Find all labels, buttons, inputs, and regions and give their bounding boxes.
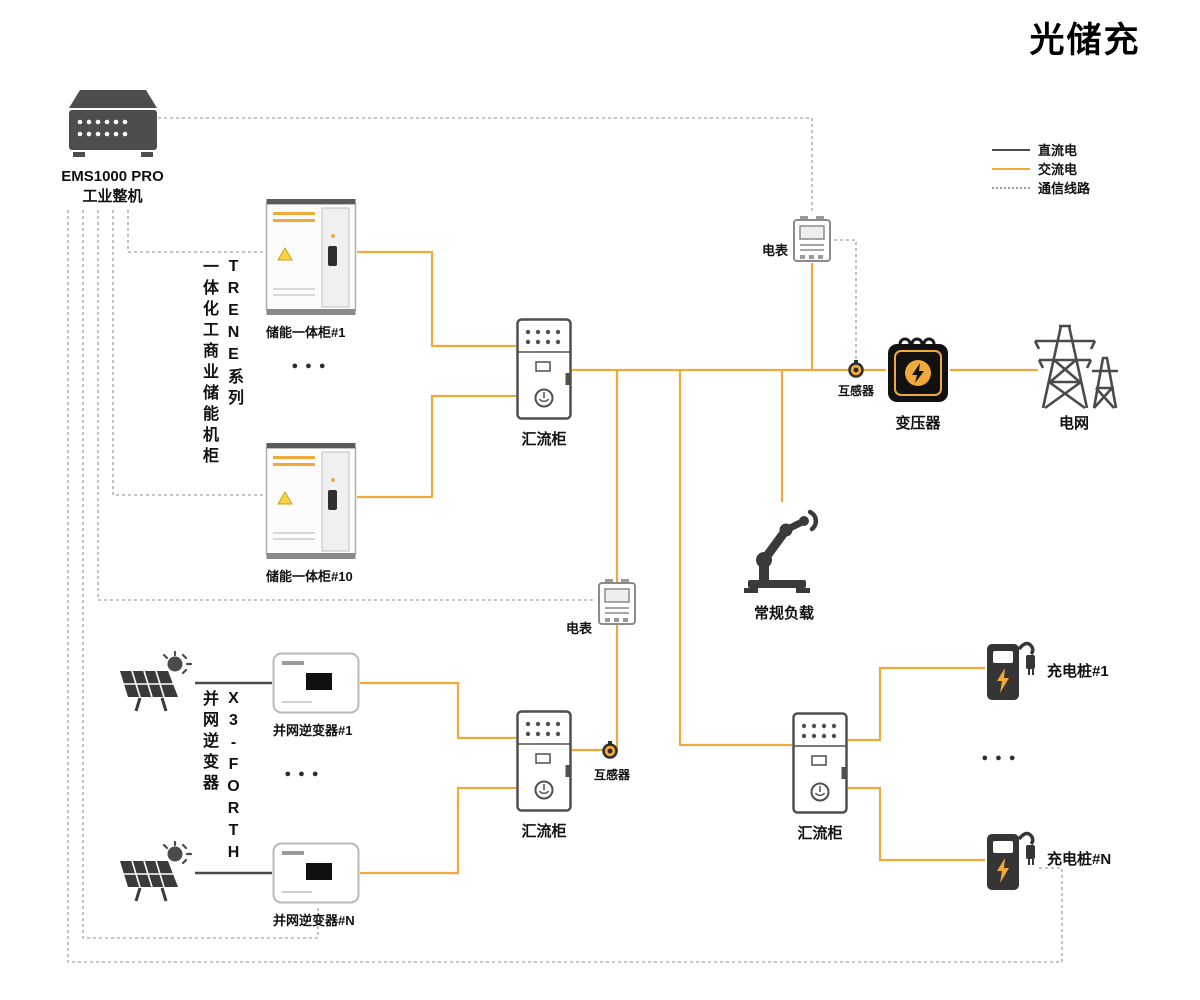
grid-meter-label: 电表 <box>761 243 788 258</box>
diagram-title: 光储充 <box>1029 21 1141 60</box>
ac-cabinet1-to-combiner <box>357 250 516 348</box>
combiner-storage-label: 汇流柜 <box>521 431 567 448</box>
ac-combiner-to-charger1 <box>848 666 985 742</box>
inverter-n-label: 并网逆变器#N <box>273 913 355 928</box>
comm-ems-to-grid-meter <box>158 117 813 214</box>
ac-pv-riser <box>572 370 619 752</box>
ac-charging-feed <box>678 370 792 747</box>
comm-ems-to-cabinet10 <box>112 210 264 496</box>
ems-type: 工业整机 <box>82 188 143 205</box>
transformer-label: 变压器 <box>895 415 941 432</box>
grid-ct-icon <box>847 360 865 383</box>
ac-combiner-to-chargerN <box>848 786 985 862</box>
inverter-1-icon <box>272 652 360 719</box>
storage-more-ellipsis: ●●● <box>291 360 333 372</box>
charger-n-icon <box>985 826 1037 897</box>
storage-series-name: TRENE系列 <box>225 258 242 410</box>
dc-lines <box>195 681 272 875</box>
inverter-more-ellipsis: ●●● <box>284 768 326 780</box>
legend-row-dc: 直流电 <box>992 140 1090 159</box>
combiner-charging-icon <box>792 712 848 819</box>
grid-ct-label: 互感器 <box>837 384 874 398</box>
transformer-icon <box>886 330 950 411</box>
ac-inverterN-to-combiner <box>360 786 516 875</box>
pv-meter-icon <box>597 578 637 631</box>
comm-lines <box>67 117 1063 963</box>
ems-controller-icon <box>65 78 161 169</box>
comm-ems-to-pv-meter <box>97 210 596 601</box>
ems-label: EMS1000 PRO 工业整机 <box>35 168 190 206</box>
comm-ems-to-inverters <box>82 210 319 939</box>
inverter-n-icon <box>272 842 360 909</box>
legend: 直流电 交流电 通信线路 <box>992 140 1090 197</box>
legend-comm-label: 通信线路 <box>1038 181 1091 196</box>
inverter-1-label: 并网逆变器#1 <box>273 723 353 738</box>
pv-meter-label: 电表 <box>565 621 592 636</box>
power-grid-label: 电网 <box>1058 415 1089 432</box>
comm-ems-to-cabinet1 <box>127 210 264 253</box>
storage-series-label: TRENE系列 一体化工商业储能机柜 <box>196 258 246 526</box>
ac-inverter1-to-combiner <box>360 681 516 740</box>
charger-1-icon <box>985 636 1037 707</box>
combiner-pv-label: 汇流柜 <box>521 823 567 840</box>
comm-ems-to-chargers <box>67 210 1063 963</box>
solar-panel-2-icon <box>112 840 194 910</box>
legend-row-comm: 通信线路 <box>992 178 1090 197</box>
grid-meter-icon <box>792 215 832 268</box>
pv-series-label: X3-FORTH 并网逆变器 <box>196 690 246 870</box>
storage-series-desc: 一体化工商业储能机柜 <box>200 258 217 468</box>
legend-dc-label: 直流电 <box>1038 143 1078 158</box>
charger-n-label: 充电桩#N <box>1047 851 1112 868</box>
comm-meter-to-grid-ct <box>834 239 857 361</box>
solar-panel-1-icon <box>112 650 194 720</box>
storage-cabinet-1-icon <box>265 196 357 323</box>
ac-line-swatch <box>992 167 1030 170</box>
storage-cabinet-10-label: 储能一体柜#10 <box>266 569 353 584</box>
charger-1-label: 充电桩#1 <box>1047 663 1109 680</box>
comm-line-swatch <box>992 186 1030 189</box>
dc-line-swatch <box>992 148 1030 151</box>
regular-load-label: 常规负载 <box>753 605 814 622</box>
regular-load-icon <box>742 500 826 601</box>
combiner-storage-icon <box>516 318 572 425</box>
power-grid-icon <box>1030 316 1118 415</box>
pv-series-name: X3-FORTH <box>225 690 242 866</box>
storage-cabinet-1-label: 储能一体柜#1 <box>266 325 346 340</box>
pv-ct-icon <box>601 741 619 764</box>
storage-cabinet-10-icon <box>265 440 357 567</box>
legend-row-ac: 交流电 <box>992 159 1090 178</box>
ac-cabinet10-to-combiner <box>357 394 516 499</box>
combiner-pv-icon <box>516 710 572 817</box>
ems-name: EMS1000 PRO <box>61 168 164 185</box>
charger-more-ellipsis: ●●● <box>981 752 1023 764</box>
combiner-charging-label: 汇流柜 <box>797 825 843 842</box>
pv-series-desc: 并网逆变器 <box>200 690 217 795</box>
legend-ac-label: 交流电 <box>1038 162 1078 177</box>
pv-ct-label: 互感器 <box>593 768 630 782</box>
